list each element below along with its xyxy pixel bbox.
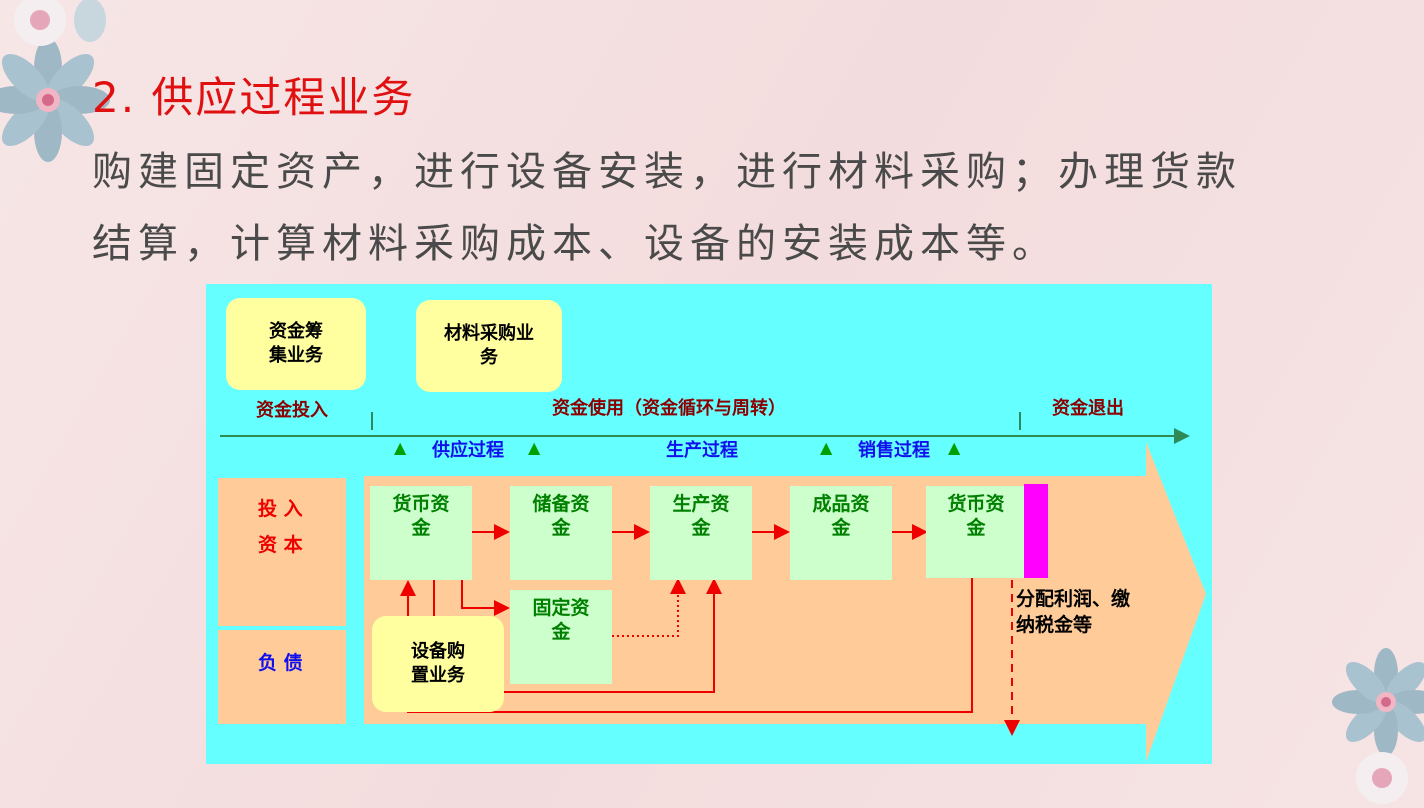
profit-distribution-label: 分配利润、缴 纳税金等 [1016, 588, 1131, 636]
reserve-fund-box: 储备资 金 [510, 486, 612, 580]
triangle-marker-icon: ▲ [820, 438, 833, 457]
liability-label: 负 债 [258, 652, 303, 674]
stage-input-label: 资金投入 [256, 400, 328, 421]
capital-label: 资 本 [258, 534, 303, 556]
description-line: 购建固定资产，进行设备安装，进行材料采购；办理货款 [92, 149, 1242, 195]
bubble-label: 材料采购业 务 [444, 323, 534, 368]
stage-exit-label: 资金退出 [1052, 398, 1124, 419]
flow-arrow [461, 572, 510, 616]
finished-goods-fund-box: 成品资 金 [790, 486, 892, 580]
triangle-marker-icon: ▲ [394, 438, 407, 457]
fund-flow-diagram: 资金筹 集业务 材料采购业 务 资金投入 资金使用（资金循环与周转） 资金退出 … [206, 284, 1212, 764]
liability-panel: 负 债 [218, 630, 346, 724]
flow-arrow [602, 578, 686, 637]
fund-label: 生产资 金 [672, 493, 730, 539]
fixed-fund-box: 固定资 金 [510, 590, 612, 684]
bubble-label: 资金筹 集业务 [269, 321, 323, 366]
bubble-label: 设备购 置业务 [411, 641, 465, 686]
sales-process-label: 销售过程 [858, 440, 930, 461]
monetary-fund-box: 货币资 金 [370, 486, 472, 580]
production-fund-box: 生产资 金 [650, 486, 752, 580]
monetary-fund-box-2: 货币资 金 [926, 486, 1026, 578]
slide-title: 2. 供应过程业务 [92, 73, 416, 122]
fund-label: 固定资 金 [532, 597, 590, 643]
material-purchase-bubble: 材料采购业 务 [416, 300, 562, 392]
stage-use-label: 资金使用（资金循环与周转） [552, 398, 786, 419]
supply-process-label: 供应过程 [432, 440, 504, 461]
flower-decoration-icon [1332, 648, 1424, 804]
capital-input-panel: 投 入 资 本 [218, 478, 346, 626]
triangle-marker-icon: ▲ [528, 438, 541, 457]
description-paragraph: 购建固定资产，进行设备安装，进行材料采购；办理货款 结算，计算材料采购成本、设备… [92, 136, 1342, 280]
flower-decoration-icon [0, 0, 110, 162]
exit-marker [1024, 484, 1048, 578]
fund-label: 成品资 金 [812, 493, 870, 539]
fund-label: 货币资 金 [392, 493, 450, 539]
production-process-label: 生产过程 [666, 440, 738, 461]
equipment-purchase-bubble: 设备购 置业务 [372, 616, 504, 712]
invest-label: 投 入 [258, 498, 303, 520]
fundraising-business-bubble: 资金筹 集业务 [226, 298, 366, 390]
fund-label: 货币资 金 [947, 493, 1005, 539]
fund-label: 储备资 金 [532, 493, 590, 539]
triangle-marker-icon: ▲ [948, 438, 961, 457]
flow-arrow [462, 578, 722, 693]
description-line: 结算，计算材料采购成本、设备的安装成本等。 [92, 221, 1058, 267]
